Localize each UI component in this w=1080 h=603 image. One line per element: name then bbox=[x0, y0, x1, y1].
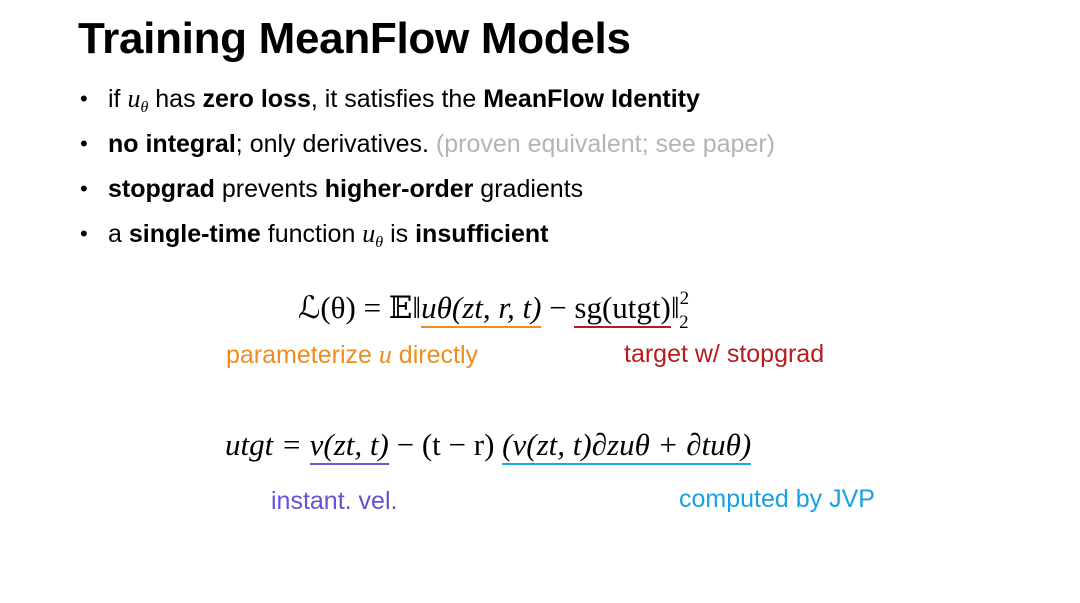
math-var: u bbox=[378, 340, 392, 369]
annotation-parameterize: parameterize u directly bbox=[226, 340, 478, 370]
bullet-text: has bbox=[148, 85, 203, 113]
bullet-bold: single-time bbox=[128, 220, 261, 248]
target-term-velocity: v(zt, t) bbox=[309, 427, 389, 465]
bullet-stopgrad: • stopgrad prevents higher-order gradien… bbox=[80, 174, 775, 219]
bullet-dot: • bbox=[80, 86, 88, 111]
loss-term-target: sg(utgt) bbox=[574, 290, 671, 328]
bullet-text: a bbox=[108, 220, 129, 248]
slide-title: Training MeanFlow Models bbox=[78, 14, 631, 63]
annotation-instant-velocity: instant. vel. bbox=[271, 487, 398, 515]
loss-norm-sup: 2 bbox=[679, 288, 690, 309]
bullet-dot: • bbox=[80, 131, 88, 156]
bullet-zero-loss: • if uθ has zero loss, it satisfies the … bbox=[80, 84, 775, 129]
bullet-text: ; only derivatives. bbox=[235, 130, 436, 158]
annotation-stopgrad-target: target w/ stopgrad bbox=[624, 340, 825, 368]
bullet-text: , it satisfies the bbox=[310, 85, 484, 113]
target-equation: utgt = v(zt, t) − (t − r) (v(zt, t)∂zuθ … bbox=[225, 427, 752, 465]
bullet-bold: higher-order bbox=[324, 175, 474, 203]
bullet-list: • if uθ has zero loss, it satisfies the … bbox=[80, 84, 775, 264]
bullet-bold: MeanFlow Identity bbox=[483, 85, 700, 113]
loss-term-model: uθ(zt, r, t) bbox=[421, 290, 542, 328]
bullet-dot: • bbox=[80, 176, 88, 201]
math-var: u bbox=[127, 84, 141, 113]
loss-equation: ℒ(θ) = 𝔼‖uθ(zt, r, t) − sg(utgt)‖2 2 bbox=[298, 288, 689, 334]
bullet-bold: insufficient bbox=[415, 220, 549, 248]
bullet-text: prevents bbox=[214, 175, 325, 203]
bullet-text: gradients bbox=[473, 175, 584, 203]
bullet-text: is bbox=[383, 220, 416, 248]
annotation-text: directly bbox=[391, 341, 478, 369]
bullet-bold: stopgrad bbox=[108, 175, 215, 203]
loss-lhs: ℒ(θ) = 𝔼‖ bbox=[298, 290, 422, 325]
bullet-text: if bbox=[108, 85, 128, 113]
target-mid: − (t − r) bbox=[388, 427, 503, 462]
target-term-jvp: (v(zt, t)∂zuθ + ∂tuθ) bbox=[502, 427, 752, 465]
bullet-note: (proven equivalent; see paper) bbox=[435, 130, 775, 158]
math-var: u bbox=[362, 219, 376, 248]
bullet-text: function bbox=[260, 220, 363, 248]
bullet-bold: no integral bbox=[108, 130, 236, 158]
bullet-dot: • bbox=[80, 221, 88, 246]
bullet-single-time: • a single-time function uθ is insuffici… bbox=[80, 219, 775, 264]
math-subscript: θ bbox=[375, 234, 384, 251]
target-lhs: utgt = bbox=[225, 427, 310, 462]
loss-norm-close: ‖ bbox=[670, 290, 680, 325]
annotation-jvp: computed by JVP bbox=[679, 485, 875, 513]
loss-minus: − bbox=[541, 290, 575, 325]
annotation-text: parameterize bbox=[226, 341, 379, 369]
math-subscript: θ bbox=[140, 99, 149, 116]
bullet-bold: zero loss bbox=[202, 85, 311, 113]
bullet-no-integral: • no integral; only derivatives. (proven… bbox=[80, 129, 775, 174]
loss-norm-sub: 2 bbox=[679, 312, 689, 333]
